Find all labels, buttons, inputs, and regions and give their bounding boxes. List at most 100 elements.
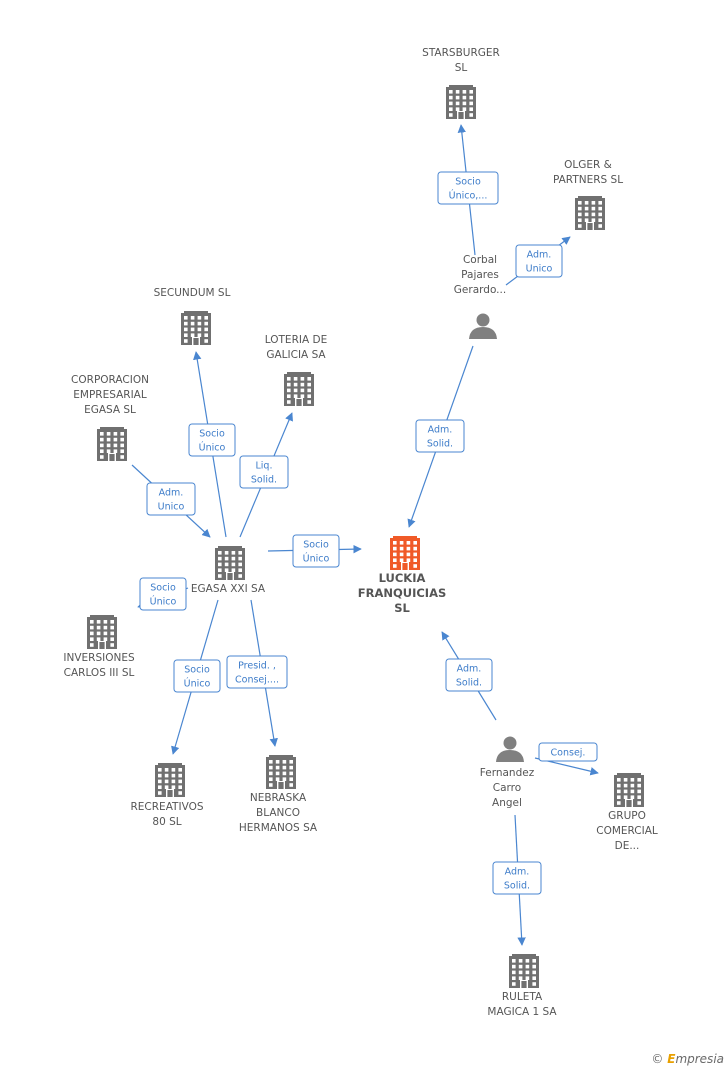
building-icon[interactable] xyxy=(446,85,476,119)
building-icon[interactable] xyxy=(575,196,605,230)
node-label[interactable]: RULETA xyxy=(502,991,543,1003)
edge-label-box[interactable] xyxy=(492,861,542,895)
edge-label-box[interactable] xyxy=(515,244,563,278)
building-icon[interactable] xyxy=(87,615,117,649)
node-label[interactable]: DE... xyxy=(615,840,640,852)
node-corporacion[interactable]: CORPORACION EMPRESARIAL EGASA SL xyxy=(71,374,149,461)
edge-label-corbal-to-olger[interactable]: Adm.Unico xyxy=(515,244,563,278)
edge-label-corbal-to-luckia[interactable]: Adm.Solid. xyxy=(415,419,465,453)
building-icon[interactable] xyxy=(155,763,185,797)
building-icon[interactable] xyxy=(614,773,644,807)
node-label[interactable]: GRUPO xyxy=(608,810,646,822)
node-secundum[interactable]: SECUNDUM SL xyxy=(154,287,231,345)
edge-label-corporacion-to-egasa[interactable]: Adm.Unico xyxy=(146,482,196,516)
node-label[interactable]: Gerardo... xyxy=(454,284,506,296)
edge-label-fernandez-to-luckia[interactable]: Adm. Solid. xyxy=(445,658,493,692)
edge-label-box[interactable] xyxy=(538,742,598,762)
node-label[interactable]: EMPRESARIAL xyxy=(73,389,147,401)
node-egasa[interactable]: EGASA XXI SA xyxy=(191,546,266,595)
building-icon[interactable] xyxy=(284,372,314,406)
edge-label-text: Socio xyxy=(303,540,329,551)
node-ruleta[interactable]: RULETA MAGICA 1 SA xyxy=(487,954,557,1018)
building-icon[interactable] xyxy=(215,546,245,580)
node-label[interactable]: LOTERIA DE xyxy=(265,334,327,346)
edge-label-text: Único,... xyxy=(449,190,488,202)
edge-label-text: Adm. xyxy=(457,664,482,675)
node-corbal[interactable]: CorbalPajaresGerardo... xyxy=(454,254,506,339)
edge-label-box[interactable] xyxy=(415,419,465,453)
node-nebraska[interactable]: NEBRASKA BLANCO HERMANOS SA xyxy=(239,755,318,834)
node-label[interactable]: Angel xyxy=(492,797,522,809)
node-label[interactable]: GALICIA SA xyxy=(266,349,326,361)
node-label[interactable]: SL xyxy=(455,62,468,74)
node-recreativos[interactable]: RECREATIVOS 80 SL xyxy=(131,763,204,828)
node-starsburger[interactable]: STARSBURGER SL xyxy=(422,47,500,119)
edge-label-box[interactable] xyxy=(437,171,499,205)
building-icon[interactable] xyxy=(266,755,296,789)
node-label[interactable]: FRANQUICIAS xyxy=(358,586,447,600)
edge-label-text: Adm. xyxy=(505,867,530,878)
node-label[interactable]: EGASA XXI SA xyxy=(191,583,266,595)
edge-label-box[interactable] xyxy=(146,482,196,516)
edge-label-text: Socio xyxy=(150,583,176,594)
node-label[interactable]: HERMANOS SA xyxy=(239,822,318,834)
edge-label-text: Adm. xyxy=(159,488,184,499)
edge-label-text: Socio xyxy=(184,665,210,676)
node-label[interactable]: INVERSIONES xyxy=(63,652,135,664)
edge-label-text: Único xyxy=(150,596,177,608)
building-icon[interactable] xyxy=(97,427,127,461)
building-icon[interactable] xyxy=(181,311,211,345)
node-label[interactable]: PARTNERS SL xyxy=(553,174,623,186)
edge-label-box[interactable] xyxy=(188,423,236,457)
node-inversiones[interactable]: INVERSIONES CARLOS III SL xyxy=(63,615,135,679)
edge-label-box[interactable] xyxy=(292,534,340,568)
edge-label-box[interactable] xyxy=(173,659,221,693)
edge-label-text: Socio xyxy=(455,177,481,188)
edge-label-text: Único xyxy=(199,442,226,454)
edge-label-box[interactable] xyxy=(445,658,493,692)
edge-label-box[interactable] xyxy=(139,577,187,611)
node-label[interactable]: BLANCO xyxy=(256,807,300,819)
node-label[interactable]: Fernandez xyxy=(480,767,535,779)
node-grupo[interactable]: GRUPO COMERCIAL DE... xyxy=(596,773,658,852)
edge-label-corbal-to-starsburger[interactable]: SocioÚnico,... xyxy=(437,171,499,205)
edge-label-box[interactable] xyxy=(239,455,289,489)
edge-label-fernandez-to-grupo[interactable]: Consej. xyxy=(538,742,598,762)
building-icon[interactable] xyxy=(390,536,420,570)
node-label[interactable]: SECUNDUM SL xyxy=(154,287,231,299)
node-label[interactable]: CARLOS III SL xyxy=(64,667,135,679)
node-olger[interactable]: OLGER & PARTNERS SL xyxy=(553,159,623,230)
edge-label-text: Solid. xyxy=(456,678,482,689)
node-label[interactable]: Pajares xyxy=(461,269,499,281)
node-label[interactable]: LUCKIA xyxy=(379,571,426,585)
node-label[interactable]: RECREATIVOS xyxy=(131,801,204,813)
node-label[interactable]: OLGER & xyxy=(564,159,612,171)
node-label[interactable]: 80 SL xyxy=(152,816,181,828)
node-loteria[interactable]: LOTERIA DE GALICIA SA xyxy=(265,334,327,406)
edge-label-text: Único xyxy=(184,678,211,690)
node-label[interactable]: COMERCIAL xyxy=(596,825,658,837)
node-label[interactable]: EGASA SL xyxy=(84,404,136,416)
edge-label-egasa-to-nebraska[interactable]: Presid. ,Consej.... xyxy=(226,655,288,689)
node-label[interactable]: SL xyxy=(394,601,410,615)
node-label[interactable]: Carro xyxy=(493,782,521,794)
edge-label-egasa-to-loteria[interactable]: Liq.Solid. xyxy=(239,455,289,489)
edge-label-text: Unico xyxy=(526,264,553,275)
node-label[interactable]: MAGICA 1 SA xyxy=(487,1006,557,1018)
person-icon[interactable] xyxy=(469,313,497,340)
building-icon[interactable] xyxy=(509,954,539,988)
edge-label-box[interactable] xyxy=(226,655,288,689)
node-label[interactable]: Corbal xyxy=(463,254,497,266)
node-label[interactable]: NEBRASKA xyxy=(250,792,307,804)
node-label[interactable]: STARSBURGER xyxy=(422,47,500,59)
edge-label-fernandez-to-ruleta[interactable]: Adm.Solid. xyxy=(492,861,542,895)
person-icon[interactable] xyxy=(496,736,524,763)
node-label[interactable]: CORPORACION xyxy=(71,374,149,386)
